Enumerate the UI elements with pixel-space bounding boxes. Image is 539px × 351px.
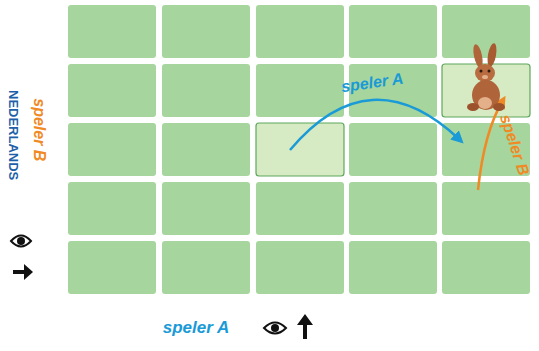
move-arc [290,100,460,150]
eye-icon [11,236,31,247]
board-cell [256,64,344,117]
board-cell [349,241,437,294]
board-cell [349,123,437,176]
board-cell [349,182,437,235]
board-cell [442,182,530,235]
direction-arrow [297,314,313,339]
board-cell [68,123,156,176]
board-cell [68,182,156,235]
board-cell [256,241,344,294]
board-cell [162,182,250,235]
rabbit-figure [467,42,505,111]
board-cell [442,5,530,58]
eye-icon [264,323,286,334]
board-cell [256,5,344,58]
direction-arrow [13,264,33,280]
board-grid [68,5,530,294]
player-label: speler B [31,98,49,161]
board-cell [256,182,344,235]
board-cell [68,5,156,58]
country-label: NEDERLANDS [6,90,20,180]
board-cell [162,64,250,117]
highlighted-cell [256,123,344,176]
board-cell [442,241,530,294]
board-cell [68,64,156,117]
player-label: speler A [163,319,229,338]
highlighted-cell [442,64,530,117]
board-cell [349,5,437,58]
board-cell [162,5,250,58]
board-cell [162,241,250,294]
board-cell [68,241,156,294]
move-arc [478,100,503,190]
board-cell [162,123,250,176]
